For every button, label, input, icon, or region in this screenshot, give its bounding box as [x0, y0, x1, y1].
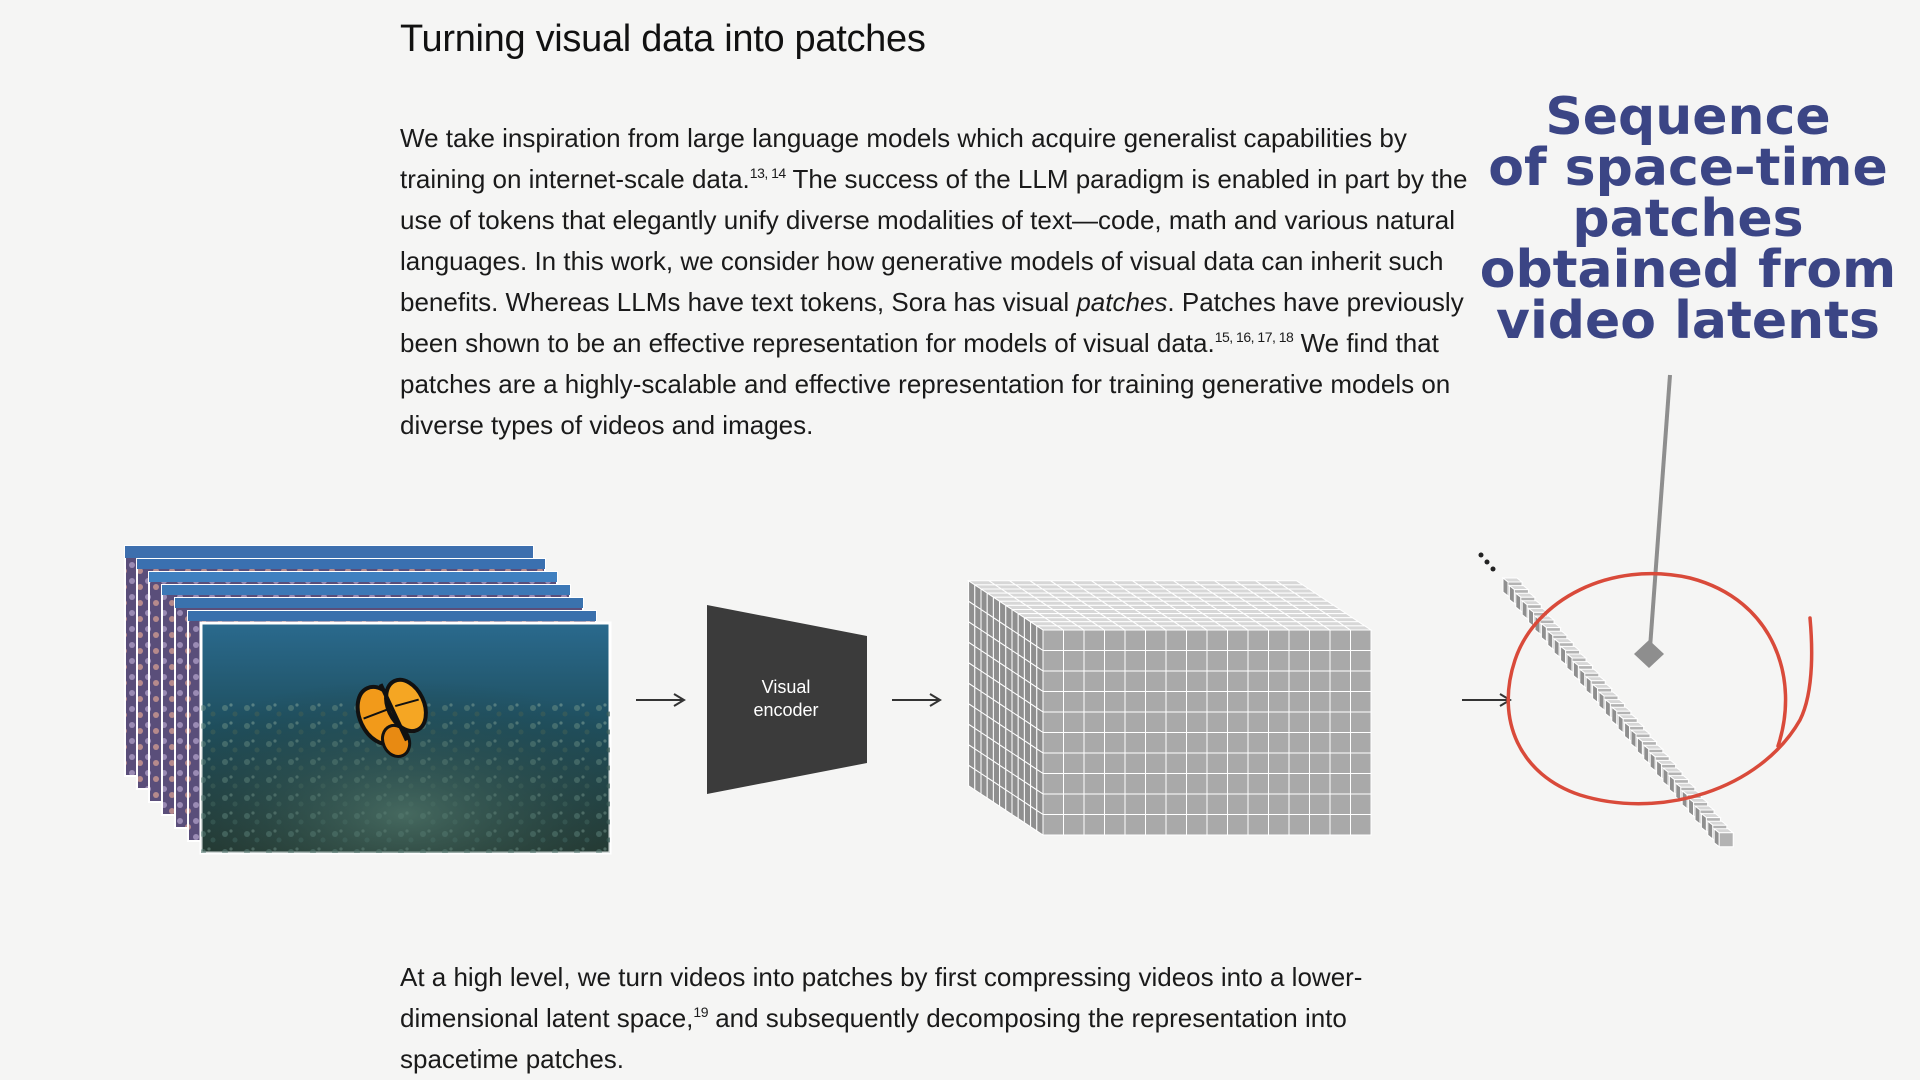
- encoder-label-line-1: Visual: [761, 677, 811, 697]
- annotation-circle: [1506, 571, 1814, 806]
- video-frames: [124, 545, 612, 855]
- annotation-line-4: obtained from: [1479, 240, 1897, 300]
- citation-ref-15-18[interactable]: 15, 16, 17, 18: [1214, 329, 1294, 345]
- annotation-line-5: video latents: [1496, 291, 1880, 351]
- intro-paragraph: We take inspiration from large language …: [400, 118, 1480, 446]
- p1-text-4: We find that patches are a highly-scalab…: [400, 328, 1451, 440]
- p1-text-3: . Patches have previously been shown to …: [400, 287, 1464, 358]
- latent-patch-cube: [966, 579, 1373, 836]
- annotation-line-2: of space-time: [1488, 138, 1888, 198]
- arrow-to-sequence: [1462, 693, 1512, 707]
- p2-text-1: At a high level, we turn videos into pat…: [400, 962, 1363, 1033]
- ellipsis-icon: [1478, 552, 1496, 572]
- arrow-to-latents: [892, 693, 942, 707]
- citation-ref-19[interactable]: 19: [693, 1004, 708, 1020]
- section-heading: Turning visual data into patches: [400, 18, 926, 60]
- citation-ref-13-14[interactable]: 13, 14: [749, 165, 786, 181]
- front-video-frame: [199, 621, 612, 855]
- p1-text-2: The success of the LLM paradigm is enabl…: [400, 164, 1468, 317]
- patch-sequence: [1501, 576, 1735, 848]
- encoder-label-line-2: encoder: [753, 700, 819, 720]
- p2-text-2: and subsequently decomposing the represe…: [400, 1003, 1347, 1074]
- summary-paragraph: At a high level, we turn videos into pat…: [400, 957, 1460, 1080]
- handwritten-annotation: Sequence of space-time patches obtained …: [1478, 87, 1898, 351]
- butterfly-icon: [355, 677, 428, 758]
- visual-encoder-label: Visual encoder: [710, 676, 862, 722]
- p1-emphasis: patches: [1076, 287, 1168, 317]
- p1-text-1: We take inspiration from large language …: [400, 123, 1407, 194]
- arrow-to-encoder: [636, 693, 686, 707]
- annotation-line-1: Sequence: [1545, 87, 1831, 147]
- visual-encoder-block: [707, 605, 867, 794]
- annotation-line-3: patches: [1572, 189, 1804, 249]
- annotation-pointer: [1634, 374, 1672, 668]
